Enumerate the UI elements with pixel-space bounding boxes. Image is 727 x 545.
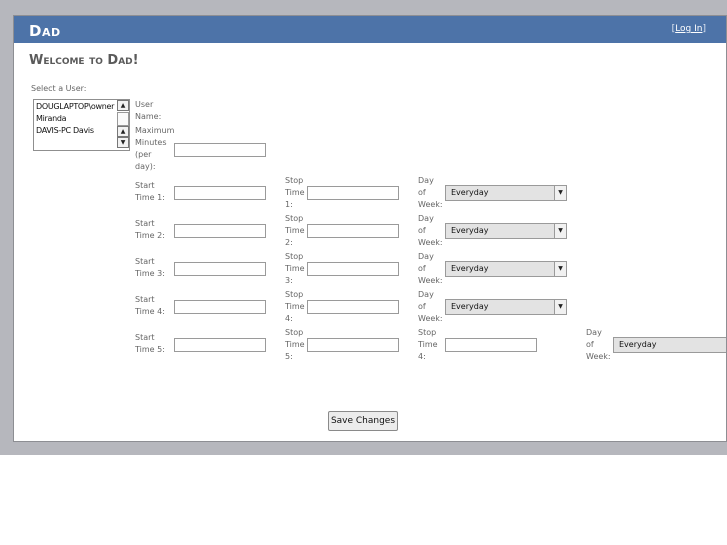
dropdown-arrow-icon: ▼ [554, 262, 566, 276]
welcome-heading: Welcome to Dad! [29, 53, 139, 68]
scrollbar-track[interactable] [117, 112, 129, 126]
stop-time-extra-input[interactable] [445, 338, 537, 352]
start-time-5-input[interactable] [174, 338, 266, 352]
scroll-up-icon[interactable]: ▲ [117, 100, 129, 111]
login-link[interactable]: Log In [675, 24, 703, 34]
dropdown-arrow-icon: ▼ [554, 300, 566, 314]
start-time-3-input[interactable] [174, 262, 266, 276]
day-of-week-5-select[interactable]: Everyday [613, 337, 726, 353]
day-of-week-3-select[interactable]: Everyday▼ [445, 261, 567, 277]
day-of-week-2-select[interactable]: Everyday▼ [445, 223, 567, 239]
dropdown-arrow-icon: ▼ [554, 186, 566, 200]
start-time-1-input[interactable] [174, 186, 266, 200]
stop-time-4-input[interactable] [307, 300, 399, 314]
user-list-item[interactable]: Miranda [36, 114, 67, 123]
header-bar: Dad [Log In] [14, 16, 726, 43]
stop-time-2-input[interactable] [307, 224, 399, 238]
user-list-item[interactable]: DAVIS-PC Davis [36, 126, 94, 135]
stop-time-1-input[interactable] [307, 186, 399, 200]
scroll-down-icon[interactable]: ▼ [117, 137, 129, 148]
app-title: Dad [29, 22, 61, 40]
login-bracket-open: [ [671, 24, 676, 34]
dropdown-arrow-icon: ▼ [554, 224, 566, 238]
stop-time-5-input[interactable] [307, 338, 399, 352]
user-list-item[interactable]: DOUGLAPTOP\owner [36, 102, 115, 111]
day-of-week-4-select[interactable]: Everyday▼ [445, 299, 567, 315]
day-of-week-1-select[interactable]: Everyday▼ [445, 185, 567, 201]
max-minutes-input[interactable] [174, 143, 266, 157]
save-changes-button[interactable]: Save Changes [328, 411, 398, 431]
login-bracket-close: ] [702, 24, 706, 34]
user-listbox[interactable]: DOUGLAPTOP\owner Miranda DAVIS-PC Davis … [33, 99, 130, 151]
login-area: [Log In] [672, 24, 706, 34]
select-user-label: Select a User: [31, 84, 87, 93]
start-time-4-input[interactable] [174, 300, 266, 314]
scroll-up-icon[interactable]: ▲ [117, 126, 129, 137]
main-panel: Dad [Log In] Welcome to Dad! Select a Us… [13, 15, 727, 442]
start-time-2-input[interactable] [174, 224, 266, 238]
stop-time-3-input[interactable] [307, 262, 399, 276]
